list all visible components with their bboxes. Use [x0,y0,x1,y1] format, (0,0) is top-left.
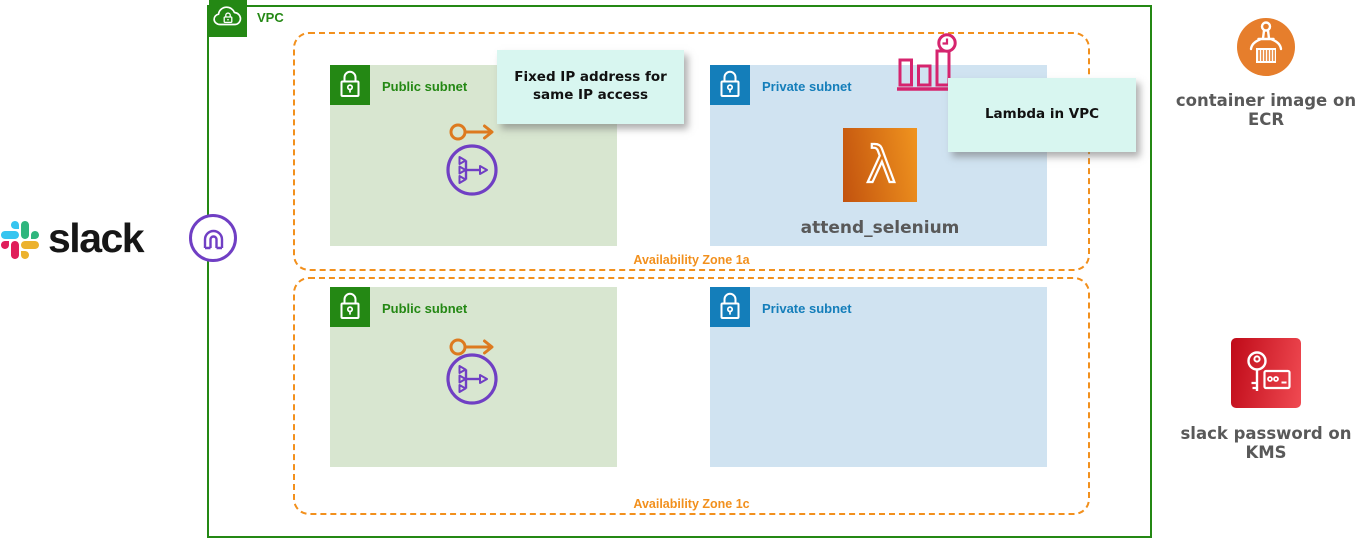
elastic-ip-icon [449,119,497,143]
slack-logo: slack [1,214,145,263]
public-subnet-label: Public subnet [382,301,468,316]
internet-gateway-icon [189,214,237,262]
availability-zone-1a-label: Availability Zone 1a [633,253,750,267]
public-subnet-1a: Public subnet [330,65,617,246]
private-subnet-label: Private subnet [762,301,852,316]
lambda-function-name: attend_selenium [800,218,960,238]
kms-icon [1231,338,1301,408]
nat-gateway-icon [444,351,500,407]
elastic-ip-icon [449,334,497,358]
slack-pinwheel-icon [1,221,39,259]
availability-zone-1c-label: Availability Zone 1c [633,497,750,511]
public-subnet-1c: Public subnet [330,287,617,467]
vpc-boundary [207,5,1152,538]
kms-caption: slack password on KMS [1180,424,1352,462]
private-subnet-icon [710,287,750,327]
availability-zone-1c [293,277,1090,515]
nat-gateway-icon [444,142,500,198]
slack-wordmark: slack [48,214,145,261]
vpc-icon [209,0,247,37]
private-subnet-label: Private subnet [762,79,852,94]
private-subnet-1c: Private subnet [710,287,1047,467]
public-subnet-label: Public subnet [382,79,468,94]
eventbridge-scheduler-icon [897,33,959,92]
note-fixed-ip: Fixed IP address for same IP access [497,50,684,124]
public-subnet-icon [330,65,370,105]
lambda-icon: λ [843,128,917,202]
svg-text:λ: λ [866,136,896,194]
ecr-icon [1237,18,1295,76]
ecr-caption: container image on ECR [1175,91,1357,129]
private-subnet-icon [710,65,750,105]
note-lambda-in-vpc: Lambda in VPC [948,78,1136,152]
vpc-label: VPC [257,10,284,25]
public-subnet-icon [330,287,370,327]
